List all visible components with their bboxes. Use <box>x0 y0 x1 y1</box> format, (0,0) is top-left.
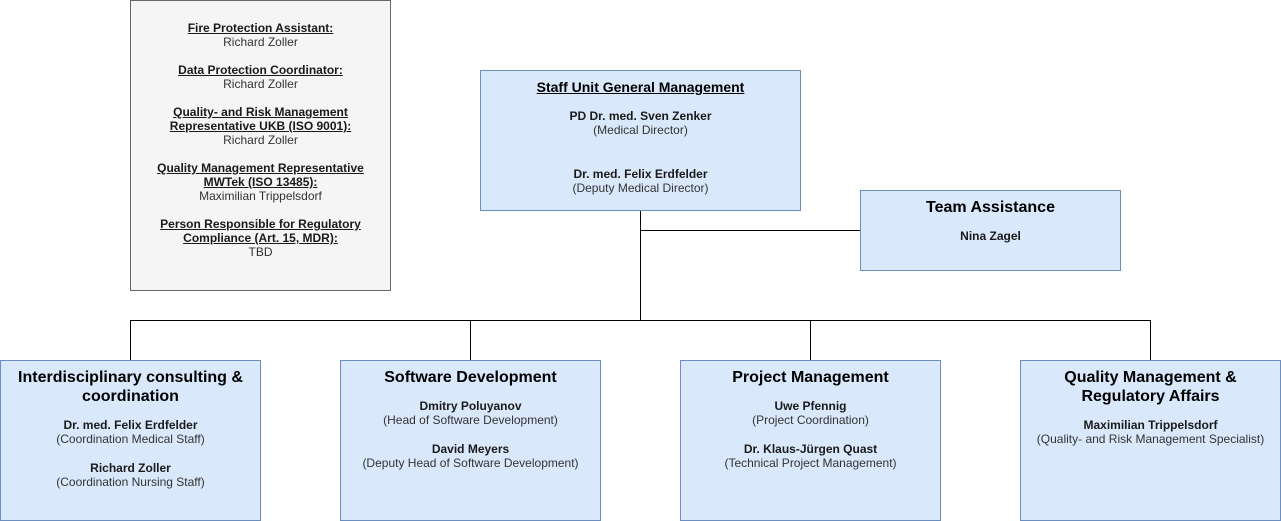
role-regulatory-compliance: Person Responsible for Regulatory Compli… <box>131 217 390 259</box>
role-title: Person Responsible for Regulatory Compli… <box>160 217 361 245</box>
role-data-protection: Data Protection Coordinator: Richard Zol… <box>131 63 390 91</box>
member-position: (Head of Software Development) <box>383 413 558 427</box>
member-name: Dmitry Poluyanov <box>419 399 522 413</box>
role-title: Fire Protection Assistant: <box>187 21 334 35</box>
role-person: Richard Zoller <box>223 133 298 147</box>
member-position: (Medical Director) <box>593 123 688 137</box>
member-name: PD Dr. med. Sven Zenker <box>569 109 712 123</box>
member-name: Maximilian Trippelsdorf <box>1083 418 1218 432</box>
role-person: Richard Zoller <box>223 77 298 91</box>
role-fire-protection: Fire Protection Assistant: Richard Zolle… <box>131 21 390 49</box>
member-position: (Coordination Nursing Staff) <box>56 475 205 489</box>
unit-quality-regulatory: Quality Management & Regulatory Affairs … <box>1020 360 1281 521</box>
member-position: (Coordination Medical Staff) <box>56 432 205 446</box>
connector-team-assistance <box>640 230 861 231</box>
staff-unit-management-node: Staff Unit General Management PD Dr. med… <box>480 70 801 211</box>
roles-box: Fire Protection Assistant: Richard Zolle… <box>130 0 391 291</box>
member-position: (Deputy Head of Software Development) <box>362 456 579 470</box>
member-name: Dr. Klaus-Jürgen Quast <box>743 442 878 456</box>
member-name: Dr. med. Felix Erdfelder <box>63 418 198 432</box>
connector-unit-software <box>470 320 471 361</box>
member-position: (Deputy Medical Director) <box>572 181 709 195</box>
role-quality-mwtek: Quality Management Representative MWTek … <box>131 161 390 203</box>
member-name: Richard Zoller <box>90 461 171 475</box>
connector-units-bus <box>130 320 1151 321</box>
role-title: Data Protection Coordinator: <box>178 63 343 77</box>
connector-management-trunk <box>640 210 641 321</box>
member-name: Nina Zagel <box>960 229 1021 243</box>
role-title: Quality- and Risk Management Representat… <box>169 105 352 133</box>
node-title: Software Development <box>384 369 557 386</box>
member-name: David Meyers <box>431 442 510 456</box>
member-position: (Quality- and Risk Management Specialist… <box>1036 432 1265 446</box>
member-position: (Project Coordination) <box>752 413 869 427</box>
role-quality-risk-ukb: Quality- and Risk Management Representat… <box>131 105 390 147</box>
unit-interdisciplinary-consulting: Interdisciplinary consulting & coordinat… <box>0 360 261 521</box>
role-person: Maximilian Trippelsdorf <box>199 189 322 203</box>
unit-project-management: Project Management Uwe Pfennig (Project … <box>680 360 941 521</box>
connector-unit-quality <box>1150 320 1151 361</box>
role-title: Quality Management Representative MWTek … <box>157 161 364 189</box>
node-title: Interdisciplinary consulting & coordinat… <box>18 369 243 405</box>
member-name: Dr. med. Felix Erdfelder <box>573 167 708 181</box>
connector-unit-interdisciplinary <box>130 320 131 361</box>
team-assistance-node: Team Assistance Nina Zagel <box>860 190 1121 271</box>
node-title: Staff Unit General Management <box>536 79 745 95</box>
role-person: TBD <box>248 245 273 259</box>
connector-unit-project <box>810 320 811 361</box>
role-person: Richard Zoller <box>223 35 298 49</box>
member-name: Uwe Pfennig <box>774 399 847 413</box>
node-title: Quality Management & Regulatory Affairs <box>1064 369 1237 405</box>
node-title: Project Management <box>732 369 889 386</box>
unit-software-development: Software Development Dmitry Poluyanov (H… <box>340 360 601 521</box>
node-title: Team Assistance <box>926 199 1055 216</box>
member-position: (Technical Project Management) <box>724 456 897 470</box>
